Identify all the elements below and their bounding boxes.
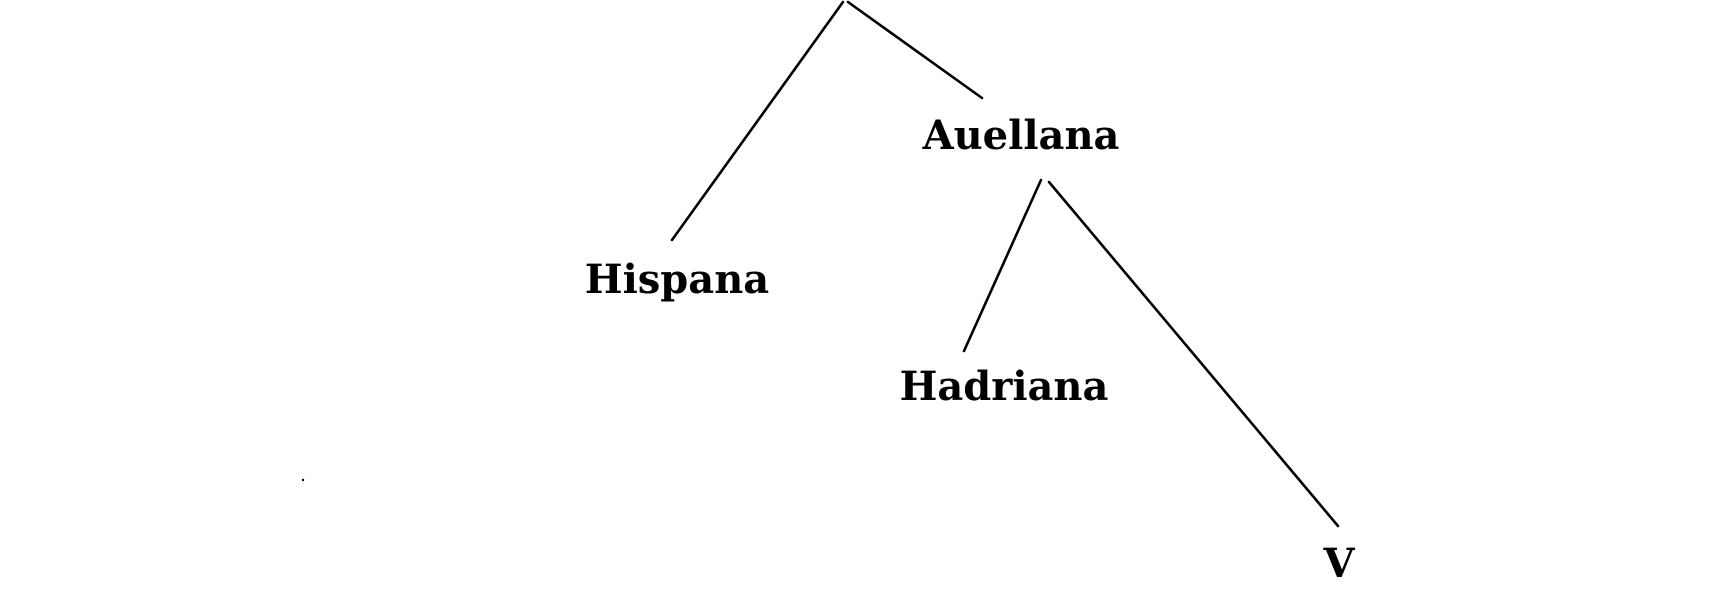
edge-auellana-v [1047, 180, 1340, 528]
node-hadriana: Hadriana [900, 363, 1109, 410]
stray-dot [301, 478, 305, 482]
edge-archetype-auellana [846, 0, 984, 100]
node-labels: Auellana Hispana Hadriana V [585, 112, 1356, 587]
node-v: V [1322, 540, 1355, 587]
edge-auellana-hadriana [962, 178, 1043, 353]
edge-archetype-hispana [670, 0, 845, 242]
node-auellana: Auellana [922, 112, 1120, 159]
node-hispana: Hispana [585, 256, 769, 303]
edges [670, 0, 1340, 528]
